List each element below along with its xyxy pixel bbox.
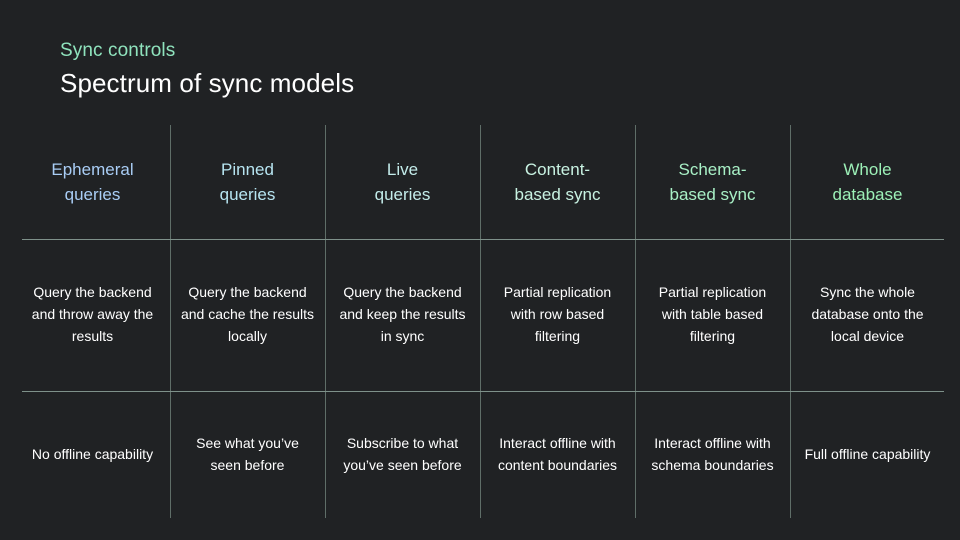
capability-text: No offline capability [31, 446, 154, 462]
sync-models-table: Ephemeral queries Pinned queries Live qu… [15, 125, 945, 518]
table-capability-cell: Interact offline with content boundaries [480, 390, 635, 518]
table-divider-row-2 [22, 391, 944, 392]
column-header-line2: queries [219, 184, 276, 204]
column-header-label: Ephemeral queries [51, 157, 133, 207]
column-header-line1: Ephemeral [51, 159, 134, 179]
column-header-line1: Schema- [678, 159, 747, 179]
column-header-label: Whole database [833, 157, 903, 207]
table-capability-cell: Subscribe to what you’ve seen before [325, 390, 480, 518]
table-header-cell-live-queries: Live queries [325, 125, 480, 238]
table-description-cell: Sync the whole database onto the local d… [790, 238, 945, 390]
column-header-line1: Live [386, 159, 419, 179]
column-header-label: Content- based sync [515, 157, 601, 207]
table-description-cell: Partial replication with table based fil… [635, 238, 790, 390]
table-header-cell-whole-database: Whole database [790, 125, 945, 238]
table-description-cell: Query the backend and keep the results i… [325, 238, 480, 390]
table-capability-cell: Full offline capability [790, 390, 945, 518]
description-text: Partial replication with row based filte… [503, 284, 612, 344]
column-header-label: Schema- based sync [670, 157, 756, 207]
column-header-line1: Whole [843, 159, 892, 179]
description-text: Query the backend and throw away the res… [31, 284, 154, 344]
table-capability-cell: See what you’ve seen before [170, 390, 325, 518]
description-text: Partial replication with table based fil… [658, 284, 767, 344]
table-capability-cell: No offline capability [15, 390, 170, 518]
table-description-cell: Query the backend and throw away the res… [15, 238, 170, 390]
capability-text: See what you’ve seen before [196, 435, 299, 473]
column-header-label: Pinned queries [220, 157, 276, 207]
capability-text: Subscribe to what you’ve seen before [343, 435, 462, 473]
capability-text: Interact offline with schema boundaries [651, 435, 774, 473]
table-header-cell-pinned-queries: Pinned queries [170, 125, 325, 238]
description-text: Sync the whole database onto the local d… [811, 284, 924, 344]
column-header-line2: based sync [514, 184, 601, 204]
column-header-line1: Pinned [221, 159, 274, 179]
capability-text: Interact offline with content boundaries [497, 435, 618, 473]
capability-text: Full offline capability [804, 446, 931, 462]
description-text: Query the backend and cache the results … [180, 284, 315, 344]
column-header-line2: queries [64, 184, 121, 204]
table-divider-row-1 [22, 239, 944, 240]
table-capability-cell: Interact offline with schema boundaries [635, 390, 790, 518]
table-description-cell: Query the backend and cache the results … [170, 238, 325, 390]
column-header-line2: database [832, 184, 903, 204]
table-description-cell: Partial replication with row based filte… [480, 238, 635, 390]
description-text: Query the backend and keep the results i… [339, 284, 466, 344]
column-header-line2: based sync [669, 184, 756, 204]
column-header-label: Live queries [375, 157, 431, 207]
table-header-cell-ephemeral-queries: Ephemeral queries [15, 125, 170, 238]
table-header-cell-schema-based-sync: Schema- based sync [635, 125, 790, 238]
slide-eyebrow: Sync controls [60, 40, 176, 61]
column-header-line1: Content- [524, 159, 591, 179]
column-header-line2: queries [374, 184, 431, 204]
slide-header: Sync controls Spectrum of sync models [60, 38, 900, 100]
page-title: Spectrum of sync models [60, 68, 355, 98]
table-header-cell-content-based-sync: Content- based sync [480, 125, 635, 238]
